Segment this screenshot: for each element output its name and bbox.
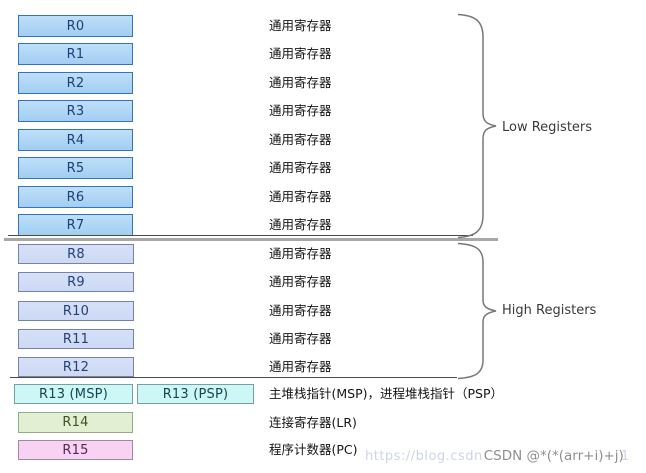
register-box-r14: R14 — [18, 412, 133, 433]
high-registers-brace-icon — [457, 242, 497, 380]
register-desc-r9: 通用寄存器 — [269, 274, 332, 289]
register-desc-r0: 通用寄存器 — [269, 18, 332, 33]
register-box-r4: R4 — [18, 129, 133, 151]
register-desc-r13: 主堆栈指针(MSP)，进程堆栈指针（PSP） — [269, 386, 504, 401]
register-box-r5: R5 — [18, 157, 133, 179]
register-desc-r4: 通用寄存器 — [269, 132, 332, 147]
register-desc-r15: 程序计数器(PC) — [269, 442, 358, 457]
register-box-r1: R1 — [18, 43, 133, 65]
register-desc-r1: 通用寄存器 — [269, 46, 332, 61]
register-desc-r12: 通用寄存器 — [269, 359, 332, 374]
register-box-r9: R9 — [18, 272, 134, 292]
register-box-r15: R15 — [18, 440, 133, 460]
low-registers-label: Low Registers — [502, 120, 593, 135]
register-desc-r11: 通用寄存器 — [269, 331, 332, 346]
register-desc-r10: 通用寄存器 — [269, 303, 332, 318]
register-box-r0: R0 — [18, 15, 133, 37]
watermark-user: CSDN @*(*(arr+i)+j) — [483, 448, 624, 464]
watermark: https://blog.csdnCSDN @*(*(arr+i)+j)1 — [365, 447, 629, 464]
watermark-url: https://blog.csdn — [365, 449, 483, 464]
register-box-r13-psp: R13 (PSP) — [137, 384, 254, 404]
high-registers-label: High Registers — [502, 303, 597, 318]
register-desc-r2: 通用寄存器 — [269, 75, 332, 90]
register-desc-r3: 通用寄存器 — [269, 103, 332, 118]
register-box-r6: R6 — [18, 186, 133, 208]
register-desc-r6: 通用寄存器 — [269, 189, 332, 204]
register-desc-r5: 通用寄存器 — [269, 160, 332, 175]
register-box-r2: R2 — [18, 72, 133, 94]
register-box-r10: R10 — [18, 301, 134, 321]
register-desc-r7: 通用寄存器 — [269, 217, 332, 232]
register-box-r7: R7 — [18, 214, 133, 236]
register-box-r12: R12 — [18, 357, 134, 377]
watermark-suffix: 1 — [620, 449, 630, 464]
register-desc-r14: 连接寄存器(LR) — [269, 414, 357, 430]
high-special-divider-line — [10, 377, 457, 378]
register-box-r13-msp: R13 (MSP) — [14, 384, 133, 404]
low-registers-brace-icon — [457, 13, 497, 239]
register-box-r8: R8 — [18, 244, 134, 264]
low-high-divider-line — [8, 235, 473, 236]
register-box-r3: R3 — [18, 100, 133, 122]
register-box-r11: R11 — [18, 329, 134, 349]
register-desc-r8: 通用寄存器 — [269, 246, 332, 261]
low-high-divider-bar — [4, 238, 498, 241]
